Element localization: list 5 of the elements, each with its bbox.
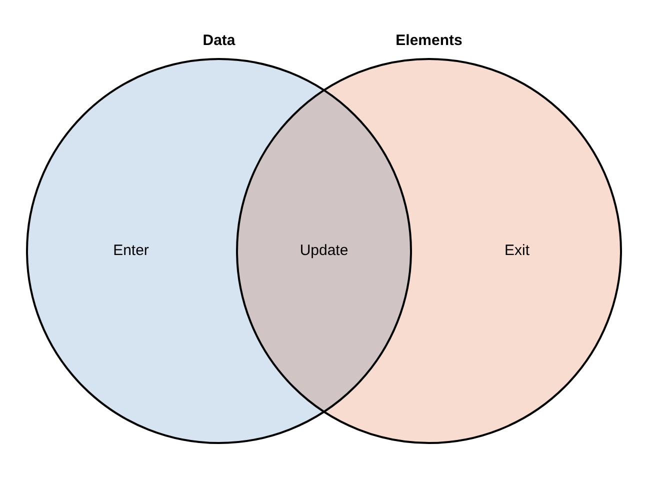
region-label: Exit xyxy=(504,242,530,260)
set-heading: Data xyxy=(202,32,236,50)
region-label: Enter xyxy=(113,242,149,260)
set-heading: Elements xyxy=(396,32,462,50)
region-label: Update xyxy=(300,242,348,260)
